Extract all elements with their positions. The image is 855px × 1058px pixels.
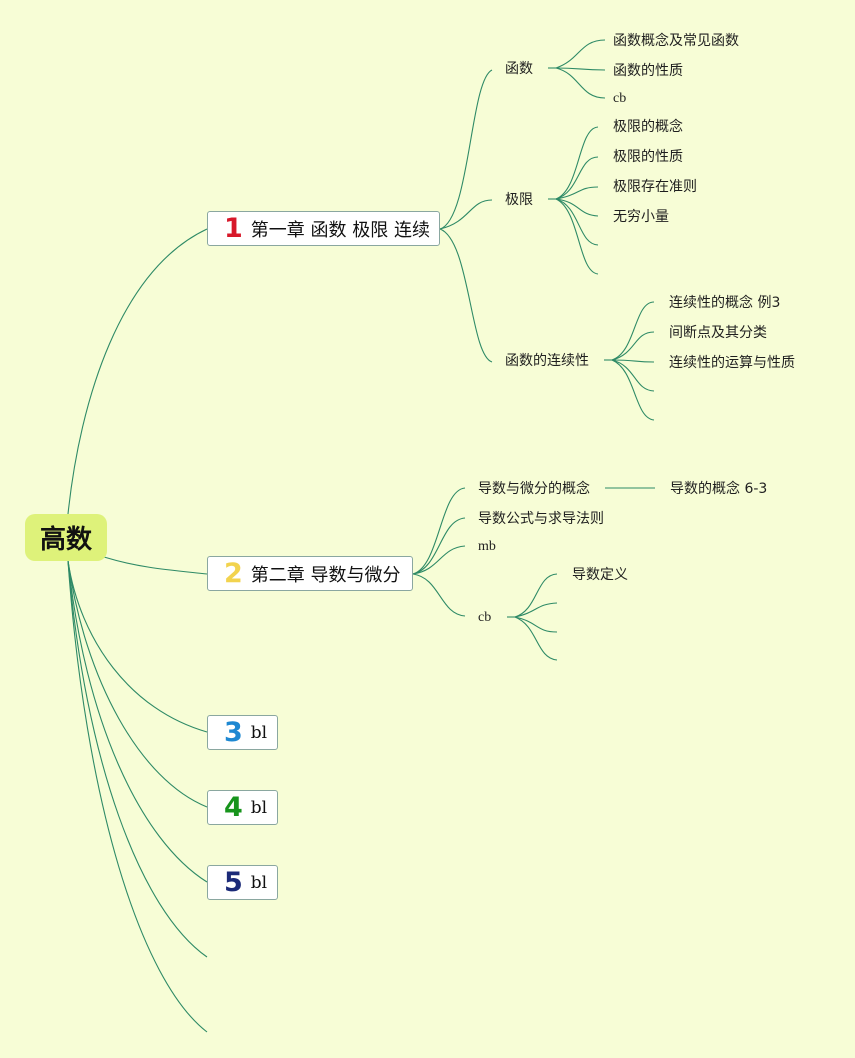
root-label: 高数	[39, 525, 92, 555]
item-hanshu-3[interactable]: cb	[613, 91, 627, 106]
connector-lianxu-4	[611, 359, 655, 392]
chapter-3-number-icon: 3	[224, 717, 243, 748]
chapter-5-title: bl	[250, 872, 268, 893]
chapter-4-title: bl	[250, 797, 268, 818]
chapter-1-number-icon: 1	[224, 213, 243, 244]
item-hanshu-1[interactable]: 函数概念及常见函数	[613, 33, 739, 49]
chapter-1-node[interactable]: 1 第一章 函数 极限 连续	[207, 211, 440, 246]
connector-root-empty2	[67, 560, 208, 1033]
connector-ch1-lianxu	[439, 228, 493, 363]
chapter-1-title: 第一章 函数 极限 连续	[250, 219, 430, 241]
connector-cb-1	[514, 573, 558, 618]
root-node[interactable]: 高数	[25, 514, 107, 561]
item-hanshu-2[interactable]: 函数的性质	[613, 63, 683, 79]
chapter-2-title: 第二章 导数与微分	[250, 564, 401, 586]
connector-ch2-gainian	[412, 487, 466, 575]
chapter-2-number-icon: 2	[224, 558, 243, 589]
connector-hanshu-1	[555, 39, 606, 69]
item-lianxu-2[interactable]: 间断点及其分类	[669, 325, 767, 341]
item-jixian-3[interactable]: 极限存在准则	[613, 179, 697, 195]
connector-lianxu-3	[611, 359, 655, 363]
chapter-5-node[interactable]: 5 bl	[207, 865, 278, 900]
connector-jixian-4	[555, 198, 599, 217]
connector-root-ch4	[67, 560, 208, 808]
topic-lianxu[interactable]: 函数的连续性	[505, 353, 589, 369]
connector-root-ch2	[103, 556, 208, 575]
chapter-3-node[interactable]: 3 bl	[207, 715, 278, 750]
chapter-2-node[interactable]: 2 第二章 导数与微分	[207, 556, 413, 591]
connector-lianxu-5	[611, 359, 655, 421]
item-jixian-2[interactable]: 极限的性质	[613, 149, 683, 165]
connector-jixian-5	[555, 198, 599, 246]
item-jixian-1[interactable]: 极限的概念	[613, 119, 683, 135]
item-lianxu-1[interactable]: 连续性的概念 例3	[669, 295, 781, 311]
connector-ch2-cb	[412, 573, 466, 617]
connector-jixian-6	[555, 198, 599, 275]
chapter-3-title: bl	[250, 722, 268, 743]
connector-ch1-hanshu	[439, 69, 493, 230]
topic-jixian[interactable]: 极限	[505, 192, 533, 208]
connector-hanshu-3	[555, 67, 606, 99]
connector-cb-2	[514, 602, 558, 618]
topic-gainian[interactable]: 导数与微分的概念	[478, 481, 590, 497]
topic-hanshu[interactable]: 函数	[505, 61, 533, 77]
connector-jixian-3	[555, 186, 599, 200]
connector-ch2-gongshi	[412, 517, 466, 575]
chapter-4-number-icon: 4	[224, 792, 243, 823]
item-jixian-4[interactable]: 无穷小量	[613, 209, 669, 225]
item-gainian-1[interactable]: 导数的概念 6-3	[670, 481, 768, 497]
connector-lianxu-1	[611, 301, 655, 361]
connector-root-ch3	[67, 560, 208, 733]
connector-cb-3	[514, 616, 558, 633]
connector-root-empty1	[67, 560, 208, 958]
chapter-5-number-icon: 5	[224, 867, 243, 898]
topic-mb[interactable]: mb	[478, 539, 496, 554]
chapter-4-node[interactable]: 4 bl	[207, 790, 278, 825]
connector-jixian-1	[555, 126, 599, 200]
connector-root-ch5	[67, 560, 208, 883]
connector-jixian-2	[555, 156, 599, 200]
connector-ch2-mb	[412, 545, 466, 575]
connector-root-ch1	[67, 228, 208, 515]
topic-gongshi[interactable]: 导数公式与求导法则	[478, 511, 604, 527]
connector-lianxu-2	[611, 331, 655, 361]
connector-ch1-jixian	[439, 199, 493, 230]
item-lianxu-3[interactable]: 连续性的运算与性质	[669, 355, 795, 371]
topic-cb[interactable]: cb	[478, 610, 492, 625]
item-cb-1[interactable]: 导数定义	[572, 567, 628, 583]
connector-cb-4	[514, 616, 558, 661]
connector-hanshu-2	[555, 67, 606, 71]
